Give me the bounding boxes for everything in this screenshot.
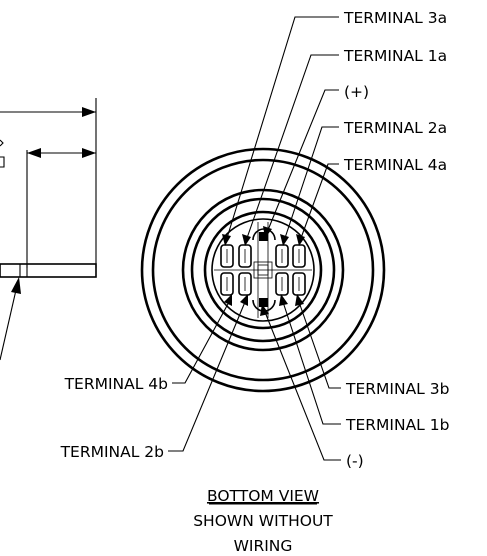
body-inner-ring [190, 197, 336, 343]
label-plus: (+) [344, 83, 369, 101]
connector-bottom-view [140, 147, 386, 393]
label-terminal-4a: TERMINAL 4a [343, 156, 447, 174]
leader-terminal-4b [172, 294, 232, 384]
leader-terminal-3a [222, 16, 339, 246]
label-terminal-3b: TERMINAL 3b [345, 380, 449, 398]
flange-inner-ring [151, 158, 375, 382]
label-terminal-2a: TERMINAL 2a [343, 119, 447, 137]
leader-terminal-2a [280, 126, 339, 246]
caption-bottom-view: BOTTOM VIEW [207, 487, 319, 505]
leader-lines [168, 16, 341, 461]
caption-wiring: WIRING [234, 537, 293, 555]
insert-ring-outer [203, 210, 323, 330]
outer-flange-ring [140, 147, 386, 393]
leader-terminal-2b [168, 294, 248, 452]
label-terminal-1a: TERMINAL 1a [343, 47, 447, 65]
leader-plus [263, 89, 339, 238]
side-view-fragment [0, 98, 97, 361]
label-terminal-1b: TERMINAL 1b [345, 416, 449, 434]
body-outer-ring [181, 188, 345, 352]
leader-terminal-3b [295, 294, 341, 389]
leader-terminal-4a [296, 163, 339, 246]
leader-minus [260, 304, 341, 461]
terminal-labels: TERMINAL 3a TERMINAL 1a (+) TERMINAL 2a … [60, 9, 450, 470]
insert-ring-inner [211, 218, 315, 322]
label-terminal-3a: TERMINAL 3a [343, 9, 447, 27]
label-terminal-4b: TERMINAL 4b [64, 375, 168, 393]
leader-terminal-1a [242, 54, 339, 246]
label-minus: (-) [346, 452, 364, 470]
leader-terminal-1b [279, 294, 341, 425]
caption-shown-without: SHOWN WITHOUT [193, 512, 333, 530]
label-terminal-2b: TERMINAL 2b [60, 443, 164, 461]
view-caption: BOTTOM VIEW SHOWN WITHOUT WIRING [193, 487, 333, 555]
